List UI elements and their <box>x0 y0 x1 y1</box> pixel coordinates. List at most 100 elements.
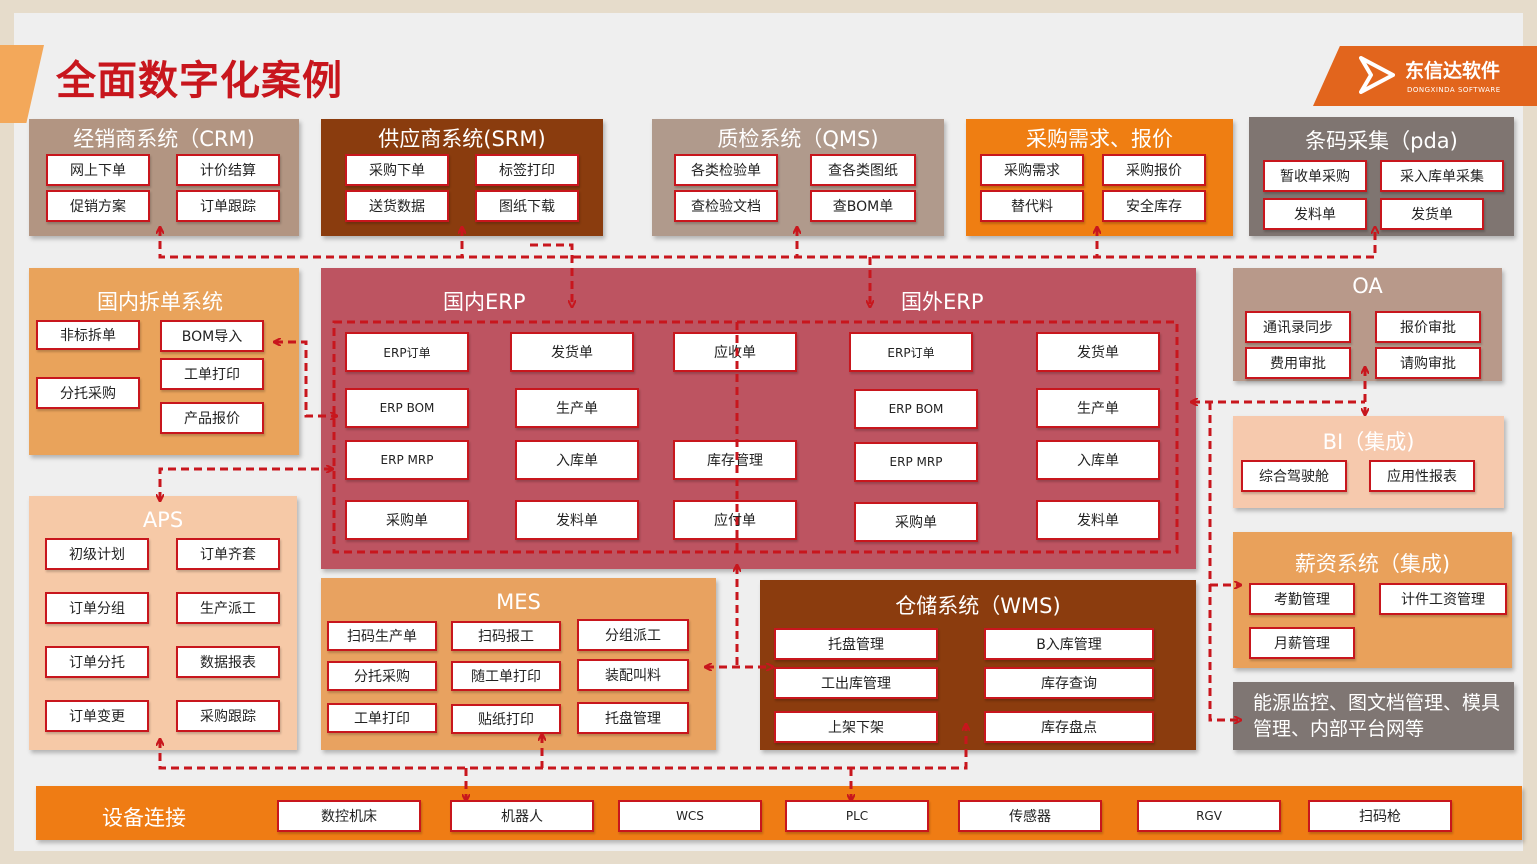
domestic-erp-order-button[interactable]: ERP订单 <box>345 332 469 372</box>
logo-arrow-icon <box>1359 56 1395 94</box>
device-cnc-button[interactable]: 数控机床 <box>277 800 421 832</box>
aps-grouping-button[interactable]: 订单分组 <box>45 592 149 624</box>
domestic-erp-title: 国内ERP <box>443 290 526 314</box>
device-plc-button[interactable]: PLC <box>785 800 929 832</box>
purchase-demand-button[interactable]: 采购需求 <box>980 154 1084 186</box>
aps-title: APS <box>142 508 184 532</box>
pda-delivery-button[interactable]: 发货单 <box>1380 198 1484 230</box>
payroll-title: 薪资系统（集成) <box>1294 552 1451 576</box>
mes-assembly-call-button[interactable]: 装配叫料 <box>577 659 689 691</box>
aps-kitting-button[interactable]: 订单齐套 <box>176 538 280 570</box>
foreign-production-button[interactable]: 生产单 <box>1036 388 1160 428</box>
foreign-erp-bom-button[interactable]: ERP BOM <box>854 389 978 429</box>
oa-requisition-approval-button[interactable]: 请购审批 <box>1375 347 1481 379</box>
foreign-issue-button[interactable]: 发料单 <box>1036 500 1160 540</box>
split-bom-import-button[interactable]: BOM导入 <box>160 320 264 352</box>
crm-online-order-button[interactable]: 网上下单 <box>46 154 150 186</box>
split-nonstandard-button[interactable]: 非标拆单 <box>36 320 140 350</box>
mes-scan-report-button[interactable]: 扫码报工 <box>451 621 561 651</box>
safety-stock-button[interactable]: 安全库存 <box>1102 190 1206 222</box>
foreign-erp-title: 国外ERP <box>901 290 984 314</box>
foreign-purchase-button[interactable]: 采购单 <box>854 502 978 542</box>
aps-panel: APS 初级计划 订单齐套 订单分组 生产派工 订单分托 数据报表 订单变更 采… <box>29 496 297 750</box>
payroll-piecework-button[interactable]: 计件工资管理 <box>1379 583 1507 615</box>
device-rgv-button[interactable]: RGV <box>1137 800 1281 832</box>
purchase-quote-button[interactable]: 采购报价 <box>1102 154 1206 186</box>
domestic-payable-button[interactable]: 应付单 <box>673 500 797 540</box>
device-robot-button[interactable]: 机器人 <box>450 800 594 832</box>
srm-drawing-download-button[interactable]: 图纸下载 <box>475 190 579 222</box>
foreign-erp-order-button[interactable]: ERP订单 <box>849 332 973 372</box>
mes-group-dispatch-button[interactable]: 分组派工 <box>577 619 689 651</box>
mes-outsource-button[interactable]: 分托采购 <box>327 661 437 691</box>
domestic-issue-button[interactable]: 发料单 <box>515 500 639 540</box>
aps-purchase-tracking-button[interactable]: 采购跟踪 <box>176 700 280 732</box>
device-wcs-button[interactable]: WCS <box>618 800 762 832</box>
domestic-inventory-button[interactable]: 库存管理 <box>673 440 797 480</box>
device-panel: 设备连接 数控机床 机器人 WCS PLC 传感器 RGV 扫码枪 <box>36 786 1522 840</box>
bi-dashboard-button[interactable]: 综合驾驶舱 <box>1241 460 1347 492</box>
foreign-inbound-button[interactable]: 入库单 <box>1036 440 1160 480</box>
domestic-receivable-button[interactable]: 应收单 <box>673 332 797 372</box>
wms-inbound-button[interactable]: B入库管理 <box>984 628 1154 660</box>
qms-docs-button[interactable]: 查检验文档 <box>674 190 778 222</box>
pda-inbound-button[interactable]: 采入库单采集 <box>1380 160 1504 192</box>
split-quote-button[interactable]: 产品报价 <box>160 402 264 434</box>
page-title: 全面数字化案例 <box>56 58 343 104</box>
mes-work-order-print-button[interactable]: 工单打印 <box>327 703 437 733</box>
srm-purchase-order-button[interactable]: 采购下单 <box>345 154 449 186</box>
qms-bom-button[interactable]: 查BOM单 <box>810 190 916 222</box>
wms-outbound-button[interactable]: 工出库管理 <box>774 667 938 699</box>
wms-pallet-button[interactable]: 托盘管理 <box>774 628 938 660</box>
mes-traveler-print-button[interactable]: 随工单打印 <box>451 661 561 691</box>
qms-title: 质检系统（QMS) <box>717 127 879 151</box>
substitute-material-button[interactable]: 替代料 <box>980 190 1084 222</box>
qms-inspection-button[interactable]: 各类检验单 <box>674 154 778 186</box>
purchase-panel: 采购需求、报价 采购需求 采购报价 替代料 安全库存 <box>966 119 1233 236</box>
erp-panel: 国内ERP 国外ERP ERP订单 发货单 应收单 ERP BOM 生产单 ER… <box>321 268 1196 569</box>
domestic-purchase-button[interactable]: 采购单 <box>345 500 469 540</box>
split-outsource-button[interactable]: 分托采购 <box>36 377 140 409</box>
srm-delivery-data-button[interactable]: 送货数据 <box>345 190 449 222</box>
mes-sticker-print-button[interactable]: 贴纸打印 <box>451 704 561 734</box>
aps-dispatch-button[interactable]: 生产派工 <box>176 592 280 624</box>
foreign-delivery-button[interactable]: 发货单 <box>1036 332 1160 372</box>
foreign-erp-mrp-button[interactable]: ERP MRP <box>854 442 978 482</box>
bi-report-button[interactable]: 应用性报表 <box>1369 460 1475 492</box>
payroll-panel: 薪资系统（集成) 考勤管理 计件工资管理 月薪管理 <box>1233 532 1512 668</box>
crm-panel: 经销商系统（CRM) 网上下单 计价结算 促销方案 订单跟踪 <box>29 119 299 236</box>
split-order-title: 国内拆单系统 <box>97 290 223 314</box>
wms-stock-query-button[interactable]: 库存查询 <box>984 667 1154 699</box>
oa-contacts-sync-button[interactable]: 通讯录同步 <box>1245 311 1351 343</box>
payroll-monthly-button[interactable]: 月薪管理 <box>1249 627 1355 659</box>
pda-receipt-button[interactable]: 暂收单采购 <box>1263 160 1367 192</box>
logo-subtext: DONGXINDA SOFTWARE <box>1407 86 1501 94</box>
wms-stocktake-button[interactable]: 库存盘点 <box>984 711 1154 743</box>
oa-expense-approval-button[interactable]: 费用审批 <box>1245 347 1351 379</box>
aps-report-button[interactable]: 数据报表 <box>176 646 280 678</box>
crm-promotion-button[interactable]: 促销方案 <box>46 190 150 222</box>
device-sensor-button[interactable]: 传感器 <box>958 800 1102 832</box>
mes-pallet-button[interactable]: 托盘管理 <box>577 702 689 734</box>
pda-issue-button[interactable]: 发料单 <box>1263 198 1367 230</box>
domestic-erp-bom-button[interactable]: ERP BOM <box>345 388 469 428</box>
split-work-order-print-button[interactable]: 工单打印 <box>160 358 264 390</box>
device-scanner-button[interactable]: 扫码枪 <box>1308 800 1452 832</box>
aps-change-button[interactable]: 订单变更 <box>45 700 149 732</box>
aps-initial-plan-button[interactable]: 初级计划 <box>45 538 149 570</box>
crm-pricing-button[interactable]: 计价结算 <box>176 154 280 186</box>
domestic-production-button[interactable]: 生产单 <box>515 388 639 428</box>
payroll-attendance-button[interactable]: 考勤管理 <box>1249 583 1355 615</box>
domestic-inbound-button[interactable]: 入库单 <box>515 440 639 480</box>
aps-outsource-button[interactable]: 订单分托 <box>45 646 149 678</box>
crm-title: 经销商系统（CRM) <box>73 127 255 151</box>
domestic-erp-mrp-button[interactable]: ERP MRP <box>345 440 469 480</box>
oa-quote-approval-button[interactable]: 报价审批 <box>1375 311 1481 343</box>
srm-label-print-button[interactable]: 标签打印 <box>475 154 579 186</box>
qms-drawings-button[interactable]: 查各类图纸 <box>810 154 916 186</box>
wms-shelving-button[interactable]: 上架下架 <box>774 711 938 743</box>
domestic-delivery-button[interactable]: 发货单 <box>510 332 634 372</box>
mes-scan-order-button[interactable]: 扫码生产单 <box>327 621 437 651</box>
pda-title: 条码采集（pda) <box>1305 129 1458 153</box>
crm-order-tracking-button[interactable]: 订单跟踪 <box>176 190 280 222</box>
